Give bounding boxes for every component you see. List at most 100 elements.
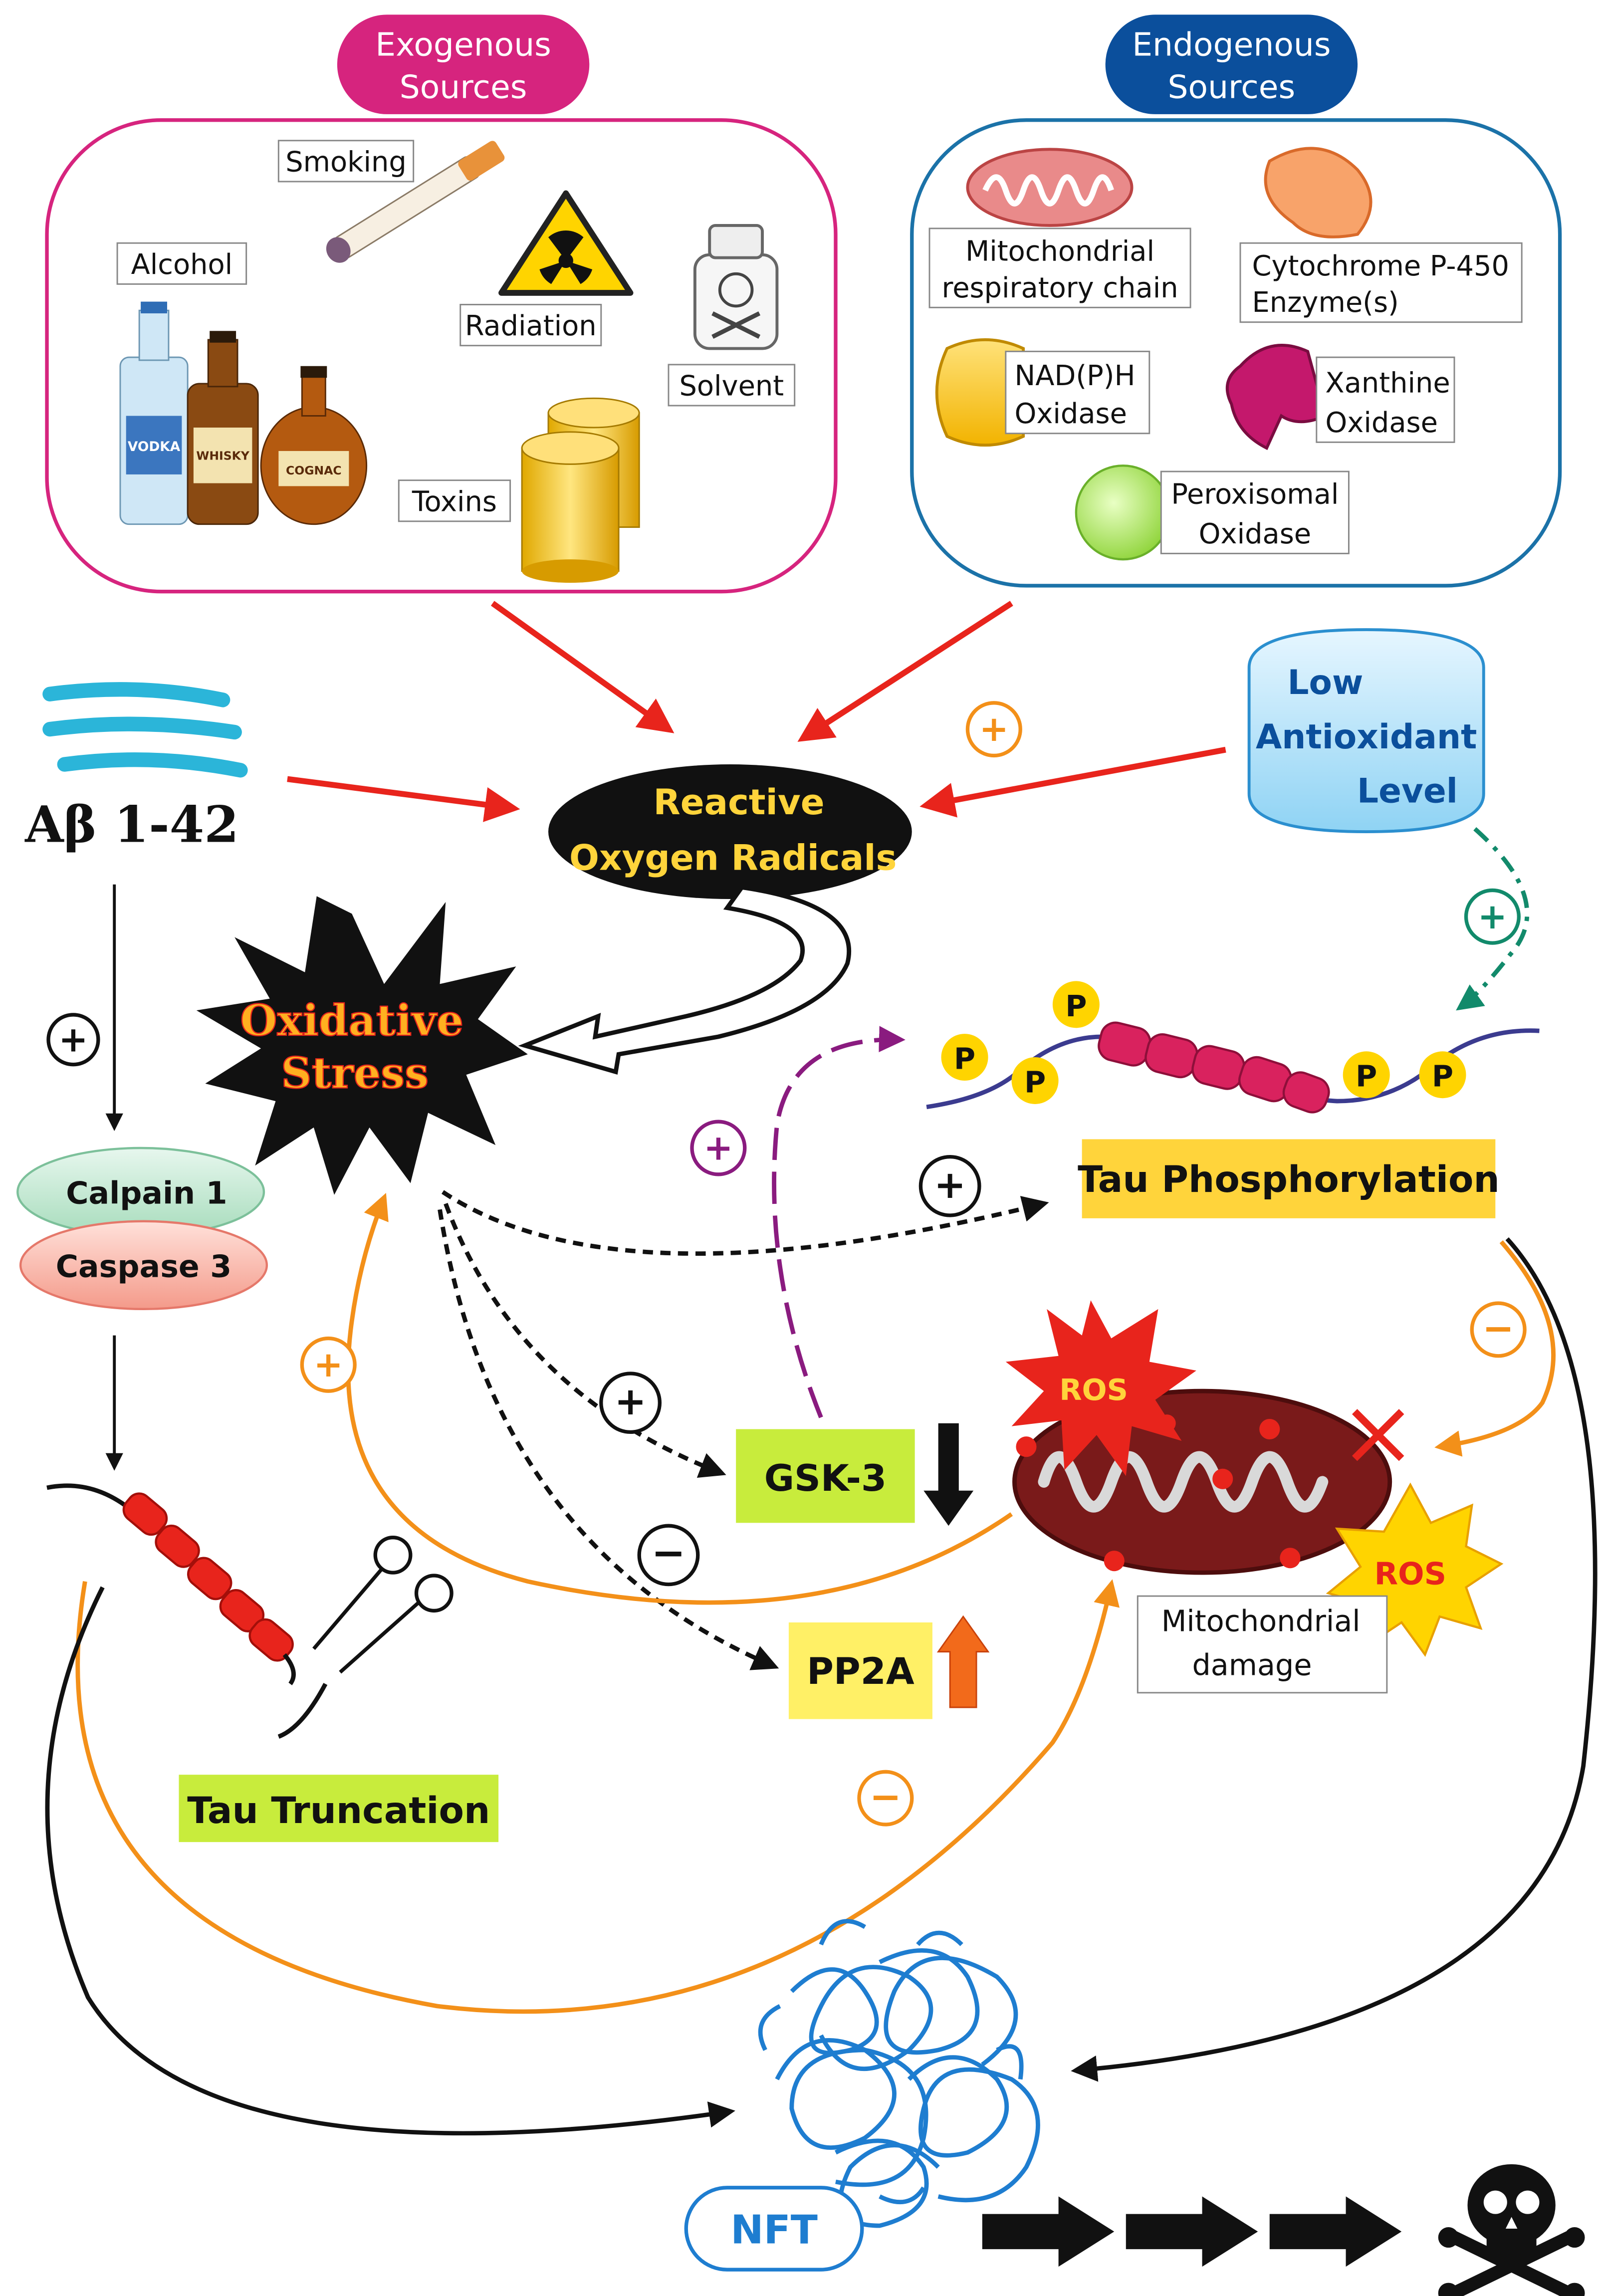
alcohol-label: Alcohol — [131, 248, 233, 281]
mito-chain-label-box — [928, 228, 1191, 308]
svg-text:+: + — [58, 1019, 88, 1060]
svg-text:+: + — [615, 1379, 647, 1424]
plus-sign-antioxidant-tau: + — [1464, 888, 1521, 945]
svg-text:P: P — [1065, 989, 1087, 1023]
nadph-label-box — [1005, 350, 1150, 435]
mito-damage-line2: damage — [1192, 1648, 1312, 1682]
cyp450-label-box — [1239, 242, 1523, 323]
caspase-3-node: Caspase 3 — [19, 1220, 268, 1311]
plus-sign-stress-gsk3: + — [599, 1372, 662, 1434]
peroxisomal-label-line1: Peroxisomal — [1171, 478, 1339, 511]
solvent-poison-bottle-icon — [693, 224, 779, 350]
xanthine-oxidase-icon — [1225, 344, 1327, 451]
pp2a-node: PP2A — [788, 1622, 932, 1719]
svg-text:+: + — [314, 1344, 343, 1385]
solvent-label: Solvent — [679, 370, 784, 402]
cyp450-label-line1: Cytochrome P-450 — [1252, 250, 1510, 282]
plus-sign-antioxidant-ros: + — [965, 701, 1022, 758]
low-antioxidant-line3: Level — [1357, 771, 1458, 810]
tau-phos-to-nft-arrow — [1071, 1237, 1598, 2082]
peroxisome-icon — [1075, 464, 1171, 561]
abeta-label: Aβ 1-42 — [24, 795, 239, 854]
tau-truncation-node: Tau Truncation — [179, 1775, 499, 1842]
tau-phosphorylation-node: Tau Phosphorylation — [1078, 1139, 1500, 1218]
cigarette-icon — [326, 141, 505, 263]
oxidative-stress-effect-arrows — [438, 1190, 1049, 1670]
pp2a-increase-arrow-icon — [936, 1615, 990, 1708]
nft-node: NFT — [684, 2186, 864, 2272]
ros-burst-right-label: ROS — [1374, 1556, 1446, 1592]
svg-text:+: + — [979, 708, 1009, 749]
endogenous-sources-panel: Endogenous Sources Mitochondrial respira… — [910, 14, 1562, 588]
gsk3-decrease-arrow-icon — [923, 1423, 974, 1526]
reactive-oxygen-radicals-node: Reactive Oxygen Radicals — [548, 764, 912, 900]
mito-damage-line1: Mitochondrial — [1161, 1604, 1361, 1638]
ros-burst-top: ROS — [1005, 1300, 1196, 1476]
minus-sign-stress-pp2a: − — [637, 1524, 700, 1587]
exogenous-header-line2: Sources — [400, 69, 527, 106]
cytochrome-enzyme-icon — [1264, 147, 1372, 238]
stress-to-gsk3-arrow — [444, 1203, 726, 1478]
caspase-label: Caspase 3 — [56, 1248, 231, 1284]
calpain-label: Calpain 1 — [66, 1175, 227, 1211]
minus-sign-tau-mito: − — [1470, 1301, 1527, 1358]
ros-node-line2: Oxygen Radicals — [569, 837, 897, 878]
smoking-label: Smoking — [285, 146, 407, 178]
scissors-icon — [312, 1536, 454, 1674]
endogenous-header-line2: Sources — [1168, 69, 1296, 106]
svg-text:−: − — [870, 1775, 902, 1820]
xanthine-label-box — [1316, 356, 1455, 443]
minus-sign-truncation-mito: − — [857, 1770, 914, 1827]
gsk3-label: GSK-3 — [764, 1457, 887, 1500]
plus-sign-stress-tau: + — [918, 1154, 981, 1217]
mito-to-stress-feedback-arrow — [346, 1192, 1013, 1605]
gsk3-to-tau-arrow — [772, 1026, 906, 1418]
plus-sign-abeta-calpain: + — [46, 1013, 100, 1067]
nft-to-death-arrows — [982, 2196, 1402, 2267]
tau-truncation-to-nft-arrow — [45, 1586, 735, 2136]
solvent-label-box — [668, 364, 796, 407]
svg-text:+: + — [934, 1163, 966, 1207]
tau-truncation-label: Tau Truncation — [187, 1790, 490, 1832]
endogenous-header-pill — [1105, 14, 1358, 114]
alcohol-bottles-icon: VODKA WHISKY COGNAC — [119, 301, 368, 525]
low-antioxidant-node: Low Antioxidant Level — [1247, 628, 1485, 833]
exogenous-header-pill — [337, 14, 590, 114]
svg-text:−: − — [1482, 1306, 1514, 1351]
cyp450-label-line2: Enzyme(s) — [1252, 286, 1399, 319]
radiation-hazard-icon — [498, 190, 634, 296]
svg-text:P: P — [1024, 1065, 1046, 1100]
stress-to-tau-phos-arrow — [441, 1190, 1049, 1256]
svg-text:+: + — [703, 1128, 733, 1168]
low-antioxidant-line2: Antioxidant — [1256, 717, 1477, 756]
plus-sign-mito-stress: + — [300, 1336, 357, 1393]
oxidative-stress-starburst: Oxidative Stress — [196, 896, 528, 1195]
xanthine-label-line1: Xanthine — [1325, 367, 1450, 400]
phosphate-groups: P P P P P — [941, 981, 1466, 1104]
mito-chain-label-line2: respiratory chain — [941, 272, 1178, 304]
skull-crossbones-icon — [1438, 2164, 1585, 2296]
phosphorylated-tau-protein-icon: P P P P P — [926, 981, 1540, 1114]
alcohol-label-box — [116, 242, 247, 285]
abeta-to-ros-arrow — [287, 776, 520, 822]
gsk3-node: GSK-3 — [736, 1429, 915, 1523]
toxic-barrels-icon — [521, 397, 640, 583]
radiation-label: Radiation — [465, 310, 597, 342]
radiation-label-box — [459, 304, 602, 347]
calpain-1-node: Calpain 1 — [16, 1147, 265, 1237]
antioxidant-to-tau-arrow — [1456, 827, 1530, 1011]
mitochondrial-damage-node: Mitochondrial damage — [1137, 1595, 1388, 1694]
amyloid-beta-fibril-icon — [42, 682, 248, 778]
toxins-label-box — [398, 479, 511, 522]
pp2a-label: PP2A — [807, 1650, 914, 1693]
endogenous-header-line1: Endogenous — [1132, 26, 1331, 64]
toxins-label: Toxins — [412, 485, 497, 518]
exogenous-to-ros-arrow — [490, 601, 675, 733]
oxidative-stress-line2: Stress — [281, 1049, 429, 1099]
svg-text:P: P — [1432, 1059, 1453, 1094]
vodka-label: VODKA — [128, 439, 181, 455]
smoking-label-box — [277, 140, 415, 183]
mitochondrion-icon — [966, 148, 1134, 227]
exogenous-header-line1: Exogenous — [375, 26, 551, 64]
svg-text:P: P — [954, 1042, 975, 1076]
